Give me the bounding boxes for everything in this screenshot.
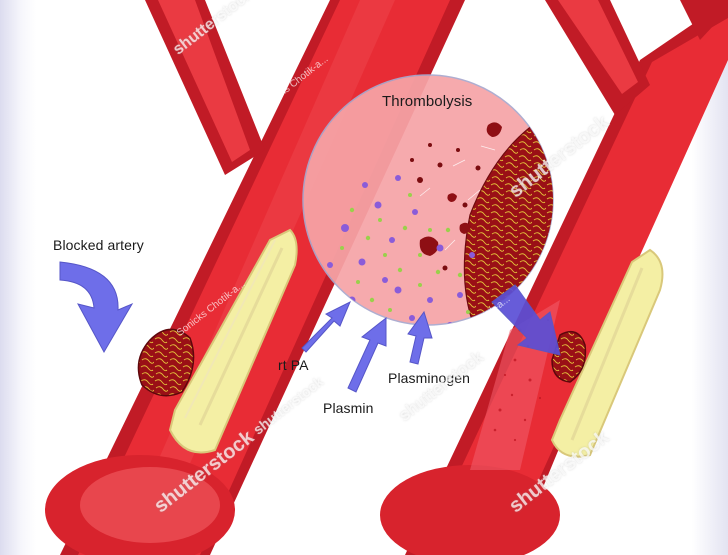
label-rt-pa: rt PA bbox=[278, 357, 309, 373]
clot-left bbox=[138, 329, 193, 395]
title-thrombolysis: Thrombolysis bbox=[382, 93, 472, 110]
label-blocked-artery: Blocked artery bbox=[53, 237, 144, 253]
blocked-artery-arrow bbox=[60, 262, 132, 352]
plasmin-arrow bbox=[348, 318, 386, 392]
label-plasmin: Plasmin bbox=[323, 400, 374, 416]
